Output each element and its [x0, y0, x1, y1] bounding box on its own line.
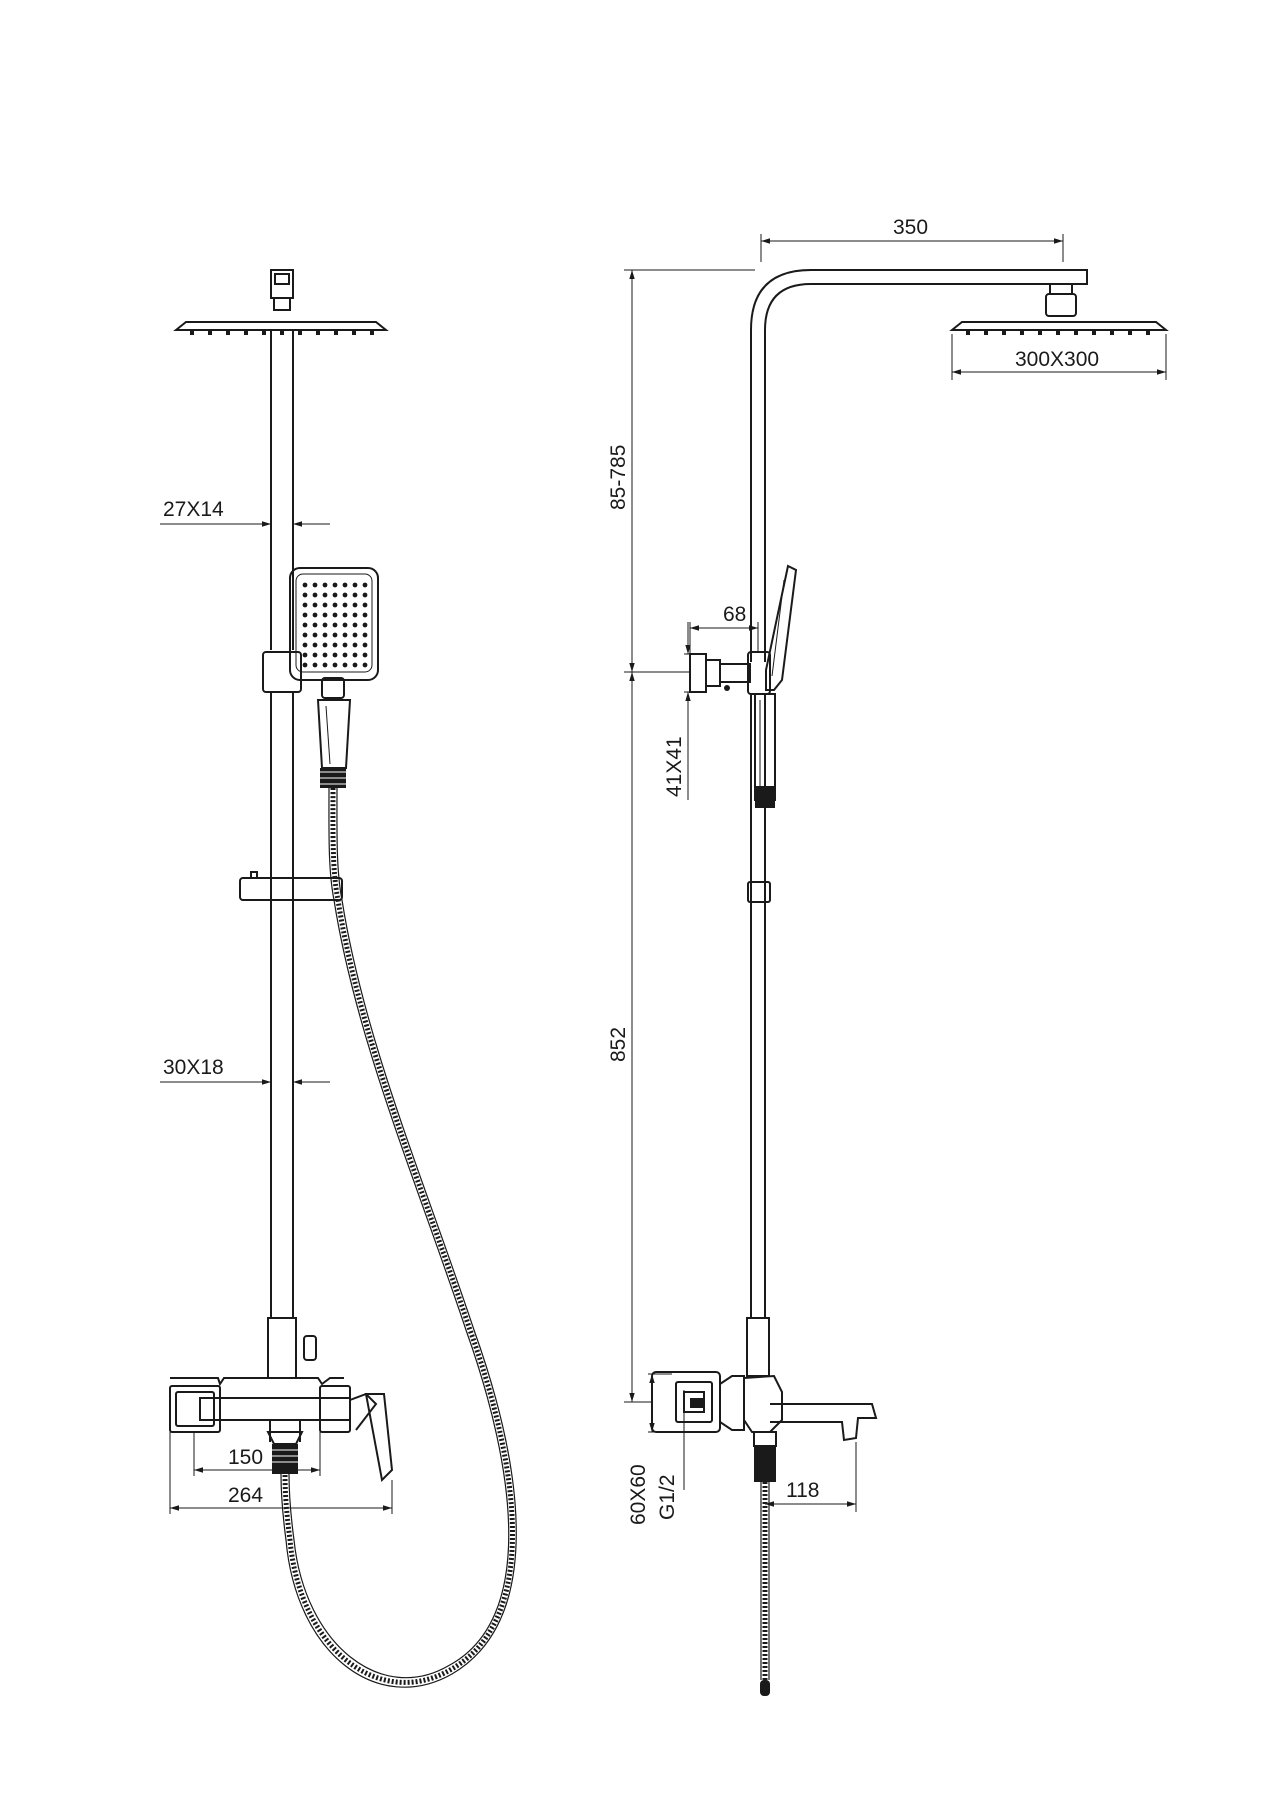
nozzle — [352, 331, 356, 335]
side-rain-head — [949, 321, 1169, 335]
nozzle — [316, 331, 320, 335]
label-spout-reach: 118 — [786, 1479, 819, 1502]
dim-bracket-size: 41X41 — [663, 622, 691, 800]
nozzle — [1110, 331, 1114, 335]
label-head-size: 300X300 — [1015, 348, 1099, 371]
side-lower-tube — [746, 694, 771, 1377]
side-hose — [760, 1482, 770, 1696]
label-bracket-size: 41X41 — [663, 736, 686, 797]
dim-wall-offset: 68 — [689, 603, 759, 654]
side-mixer — [651, 1371, 878, 1482]
dim-mixer-centers: 150 — [193, 1432, 321, 1476]
dim-spout-reach: 118 — [765, 1442, 857, 1512]
side-wall-bracket — [689, 651, 771, 695]
label-upper-height: 85-785 — [607, 445, 630, 510]
front-view: 27X14 30X18 150 264 — [160, 269, 517, 1688]
nozzle — [244, 331, 248, 335]
nozzle — [208, 331, 212, 335]
front-lower-tube — [267, 692, 297, 1379]
dim-tube-lower: 30X18 — [160, 1056, 330, 1085]
dim-lower-height: 852 — [607, 671, 690, 1403]
dim-arm-length: 350 — [760, 216, 1064, 262]
front-upper-tube — [270, 330, 294, 650]
label-tube-upper: 27X14 — [163, 498, 224, 521]
label-tube-lower: 30X18 — [163, 1056, 224, 1079]
side-overhead-arm — [750, 269, 1088, 662]
label-arm-length: 350 — [893, 216, 928, 239]
nozzle — [984, 331, 988, 335]
nozzle — [1020, 331, 1024, 335]
front-head-connector — [270, 269, 294, 311]
front-rain-head — [173, 321, 389, 335]
dim-tube-upper: 27X14 — [160, 498, 330, 527]
side-hand-shower — [754, 564, 798, 808]
nozzle — [1038, 331, 1042, 335]
front-hose — [280, 787, 517, 1688]
nozzle — [370, 331, 374, 335]
side-view: 350 300X300 85-785 852 68 — [607, 216, 1169, 1696]
dim-upper-height: 85-785 — [607, 269, 755, 672]
label-lower-height: 852 — [607, 1027, 630, 1062]
label-mixer-centers: 150 — [228, 1446, 263, 1469]
label-inlet-thread: G1/2 — [656, 1474, 679, 1520]
label-mixer-width: 264 — [228, 1484, 263, 1507]
nozzle — [334, 331, 338, 335]
front-hand-shower — [289, 567, 379, 788]
label-inlet-size: 60X60 — [627, 1464, 650, 1525]
nozzle — [1128, 331, 1132, 335]
label-wall-offset: 68 — [723, 603, 746, 626]
front-outlet-nipple — [303, 1335, 317, 1361]
nozzle — [262, 331, 266, 335]
nozzle — [280, 331, 284, 335]
front-handshower-holder — [262, 651, 302, 693]
nozzle — [966, 331, 970, 335]
nozzle — [226, 331, 230, 335]
front-mixer-outlet — [266, 1419, 304, 1474]
nozzle — [1002, 331, 1006, 335]
nozzle — [190, 331, 194, 335]
dim-head-size: 300X300 — [951, 334, 1167, 380]
nozzle — [1092, 331, 1096, 335]
nozzle — [1074, 331, 1078, 335]
nozzle — [1056, 331, 1060, 335]
front-slider — [239, 871, 343, 901]
dim-inlet: 60X60 G1/2 — [627, 1373, 685, 1525]
nozzle — [1146, 331, 1150, 335]
nozzle — [298, 331, 302, 335]
dim-mixer-width: 264 — [169, 1432, 393, 1514]
